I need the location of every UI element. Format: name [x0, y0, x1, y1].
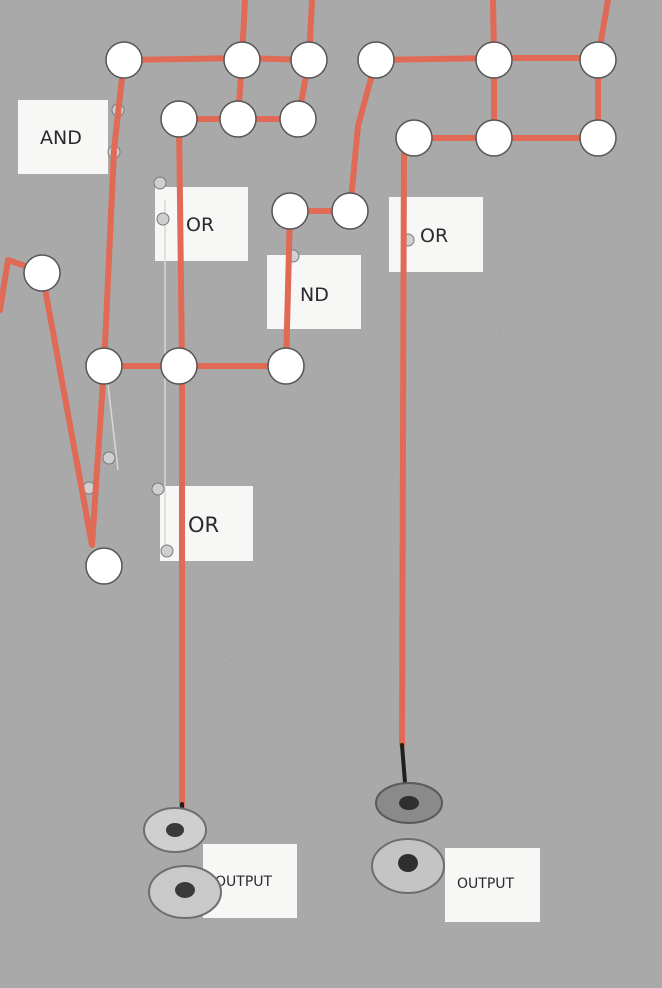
node-19 — [579, 119, 617, 157]
gate-label-and-2: ND — [300, 284, 329, 306]
node-12 — [267, 347, 305, 385]
wire-and2-drop — [283, 208, 293, 369]
gate-card-and-2: ND — [267, 255, 361, 329]
output-card-right: OUTPUT — [445, 848, 540, 922]
node-13 — [85, 547, 123, 585]
output-label-left: OUTPUT — [215, 874, 273, 890]
node-9 — [331, 192, 369, 230]
nodes — [23, 41, 617, 585]
gate-card-or-3: OR — [160, 486, 253, 561]
wire-right-output — [399, 135, 407, 748]
node-2 — [223, 41, 261, 79]
gate-card-or-1: OR — [155, 187, 248, 261]
node-5 — [219, 100, 257, 138]
node-10 — [85, 347, 123, 385]
node-16 — [579, 41, 617, 79]
node-8 — [271, 192, 309, 230]
wire-top-left-row-1 — [121, 55, 312, 63]
gate-label-or-3: OR — [188, 513, 219, 537]
node-14 — [357, 41, 395, 79]
board-speckle — [38, 328, 612, 882]
wire-left-trunk — [101, 57, 127, 369]
node-4 — [160, 100, 198, 138]
output-cymbal-right — [371, 782, 445, 894]
gate-card-and-1: AND — [18, 100, 108, 174]
node-17 — [395, 119, 433, 157]
gate-label-or-1: OR — [186, 214, 214, 236]
node-1 — [105, 41, 143, 79]
wire-left-output — [176, 116, 185, 809]
node-11 — [160, 347, 198, 385]
node-18 — [475, 119, 513, 157]
gate-label-or-2: OR — [420, 225, 448, 247]
node-6 — [279, 100, 317, 138]
output-label-right: OUTPUT — [457, 876, 515, 892]
gate-label-and-1: AND — [40, 127, 82, 149]
node-7 — [23, 254, 61, 292]
node-15 — [475, 41, 513, 79]
output-cymbal-left — [143, 807, 222, 919]
node-3 — [290, 41, 328, 79]
